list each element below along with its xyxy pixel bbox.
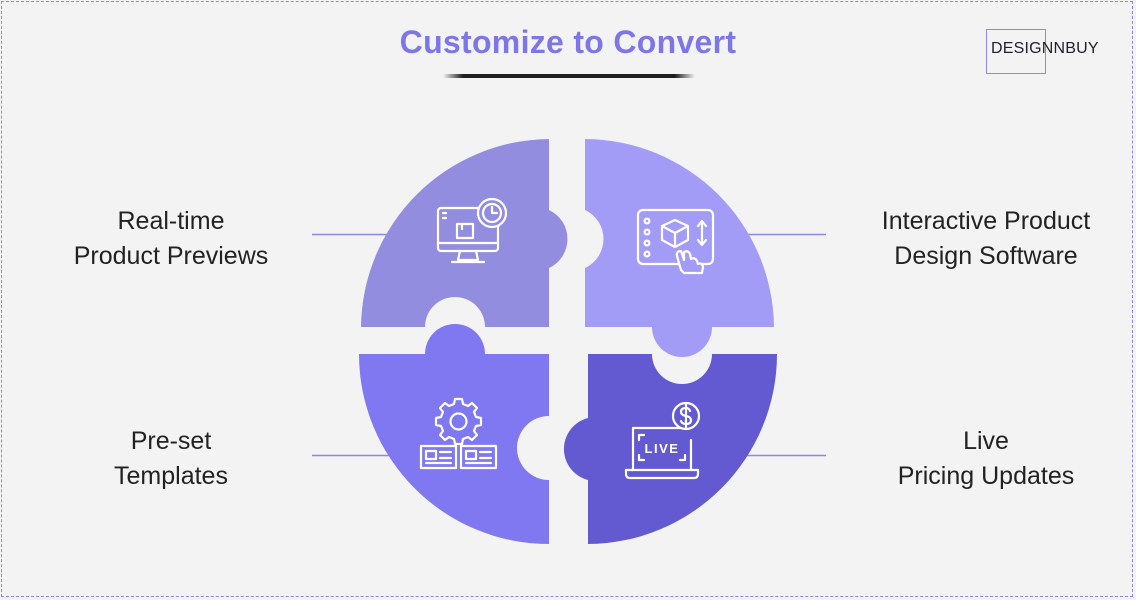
brand-logo-box [986, 29, 1046, 74]
tablet-3d-box-icon [636, 208, 715, 275]
feature-label-live-pricing: Live Pricing Updates [856, 424, 1116, 494]
puzzle-piece-real-time-previews [361, 139, 568, 327]
brand-logo: DESIGNNBUY [991, 40, 1099, 57]
puzzle-piece-live-pricing [563, 354, 777, 544]
feature-label-pre-set-templates: Pre-set Templates [40, 424, 302, 494]
feature-label-line: Pricing Updates [897, 462, 1075, 490]
feature-label-line: Real-time [117, 207, 225, 235]
feature-label-line: Interactive Product [881, 207, 1091, 235]
live-icon-text: LIVE [645, 441, 680, 456]
feature-label-real-time-previews: Real-time Product Previews [40, 204, 302, 274]
page-title: Customize to Convert [399, 24, 737, 60]
title-underline [443, 74, 695, 78]
feature-label-line: Pre-set [130, 427, 212, 455]
puzzle-piece-interactive-design [585, 139, 774, 357]
feature-label-line: Live [963, 427, 1009, 455]
monitor-clock-icon [436, 197, 508, 264]
laptop-live-price-icon [624, 401, 701, 480]
feature-label-line: Product Previews [73, 242, 269, 270]
puzzle-piece-pre-set-templates [359, 324, 549, 544]
feature-label-line: Design Software [894, 242, 1078, 270]
feature-label-line: Templates [114, 462, 228, 490]
feature-label-interactive-design: Interactive Product Design Software [856, 204, 1116, 274]
gear-templates-icon [419, 397, 498, 470]
